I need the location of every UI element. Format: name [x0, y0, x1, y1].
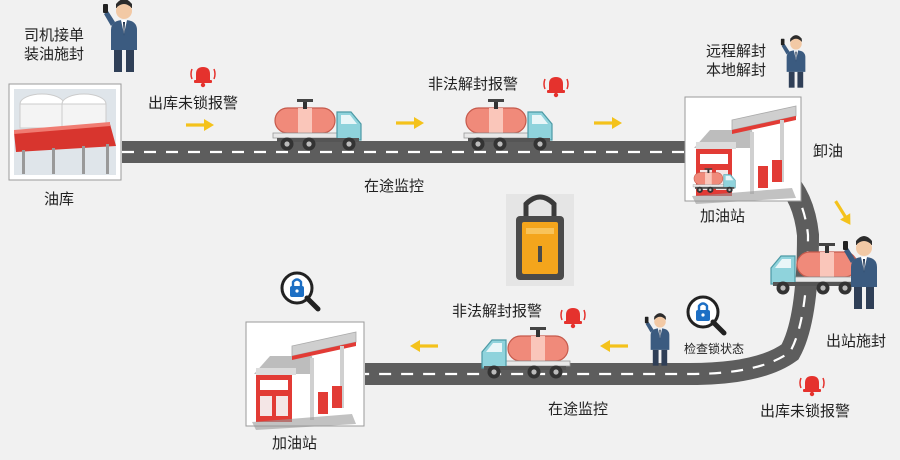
exit-unlocked-alarm-label: 出库未锁报警: [148, 94, 239, 112]
alarm-bell-icon: [799, 375, 825, 397]
arrow-icon: [186, 119, 214, 131]
unload-label: 卸油: [813, 142, 844, 160]
oil-depot-image: [8, 83, 122, 181]
gas-station-image: [245, 321, 365, 431]
label-line: 本地解封: [706, 61, 767, 79]
label-line: 装油施封: [24, 45, 85, 63]
alarm-bell-icon: [560, 307, 586, 329]
arrow-icon: [830, 197, 856, 229]
unseal-label: 远程解封 本地解封: [706, 42, 766, 80]
gas-station-label: 加油站: [272, 434, 318, 452]
magnifier-lock-icon: [282, 273, 318, 309]
driver-person-icon: [103, 0, 137, 72]
illegal-unseal-alarm-label: 非法解封报警: [428, 75, 519, 93]
electronic-padlock-icon: [506, 194, 574, 286]
arrow-icon: [594, 117, 622, 129]
gas-station-label: 加油站: [700, 207, 746, 225]
illegal-unseal-alarm-label: 非法解封报警: [452, 302, 543, 320]
in-transit-monitor-label: 在途监控: [364, 177, 425, 195]
exit-unlocked-alarm-label: 出库未锁报警: [760, 402, 851, 420]
exit-seal-label: 出站施封: [826, 332, 887, 350]
check-lock-status-label: 检查锁状态: [684, 342, 745, 356]
arrow-icon: [410, 340, 438, 352]
label-line: 远程解封: [706, 42, 767, 60]
magnifier-lock-icon: [688, 297, 724, 333]
arrow-icon: [396, 117, 424, 129]
alarm-bell-icon: [190, 66, 216, 88]
gas-station-image: [684, 96, 802, 205]
label-line: 司机接单: [24, 26, 85, 44]
road-dashes: [122, 150, 810, 376]
person-phone-icon: [780, 35, 806, 88]
arrow-icon: [600, 340, 628, 352]
driver-seal-label: 司机接单 装油施封: [24, 26, 84, 64]
in-transit-monitor-label: 在途监控: [548, 400, 609, 418]
depot-label: 油库: [44, 190, 75, 208]
alarm-bell-icon: [543, 76, 569, 98]
person-phone-icon: [644, 313, 670, 366]
